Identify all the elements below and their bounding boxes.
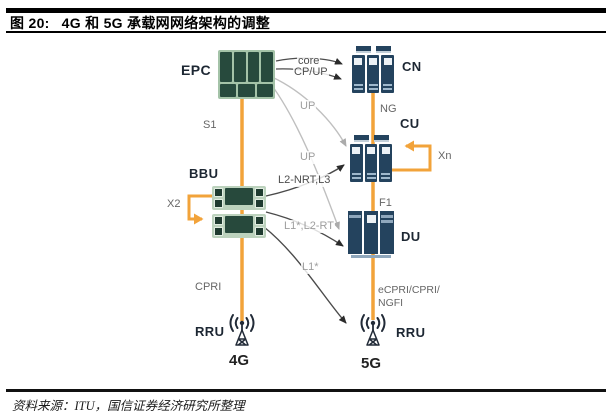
ecpri-label: eCPRI/CPRI/ <box>377 284 441 297</box>
l1-l2rt-label: L1*,L2-RT <box>283 220 335 233</box>
source-note: 资料来源：ITU，国信证券经济研究所整理 <box>12 399 245 413</box>
xn-label: Xn <box>437 150 453 163</box>
xn-loop <box>391 140 432 172</box>
bbu-rack-icon <box>212 186 266 238</box>
l1-link <box>263 226 347 324</box>
figure-title: 图 20: 4G 和 5G 承载网网络架构的调整 <box>10 13 270 33</box>
l1-label: L1* <box>301 261 320 274</box>
ng-label: NG <box>379 103 398 116</box>
rru-antenna-icon-5g <box>360 314 386 346</box>
cp-up-label: CP/UP <box>293 66 329 79</box>
rru-5g-label: RRU <box>396 325 426 340</box>
l2nrt-l3-label: L2-NRT,L3 <box>277 174 332 187</box>
s1-label: S1 <box>202 119 218 132</box>
up-to-du-label: UP <box>299 151 317 164</box>
rru-4g-label: RRU <box>195 324 225 339</box>
ngfi-label: NGFI <box>377 297 405 310</box>
cu-label: CU <box>400 116 420 131</box>
cn-label: CN <box>402 59 422 74</box>
epc-label: EPC <box>181 62 211 78</box>
x2-label: X2 <box>166 198 182 211</box>
top-rule <box>6 8 606 13</box>
net-5g-label: 5G <box>361 355 382 372</box>
epc-ports <box>220 84 273 97</box>
du-server-icon <box>348 211 394 258</box>
figure-caption: 4G 和 5G 承载网网络架构的调整 <box>61 15 271 31</box>
bbu-unit <box>212 186 266 210</box>
epc-slats <box>220 52 273 82</box>
net-4g-label: 4G <box>229 352 250 369</box>
cu-server-icon <box>350 135 393 182</box>
title-rule <box>6 31 606 33</box>
cn-server-icon <box>352 46 395 93</box>
bbu-unit <box>212 214 266 238</box>
up-to-cu-label: UP <box>299 100 317 113</box>
figure-number: 图 20: <box>10 15 50 31</box>
rru-antenna-icon-4g <box>229 314 255 346</box>
footer-rule <box>6 389 606 392</box>
epc-switch-icon <box>218 50 275 99</box>
core-label: core <box>297 55 321 68</box>
f1-label: F1 <box>378 197 393 210</box>
du-label: DU <box>401 229 421 244</box>
x2-loop <box>187 194 214 225</box>
bbu-label: BBU <box>189 166 219 181</box>
cpri-label: CPRI <box>194 281 223 294</box>
